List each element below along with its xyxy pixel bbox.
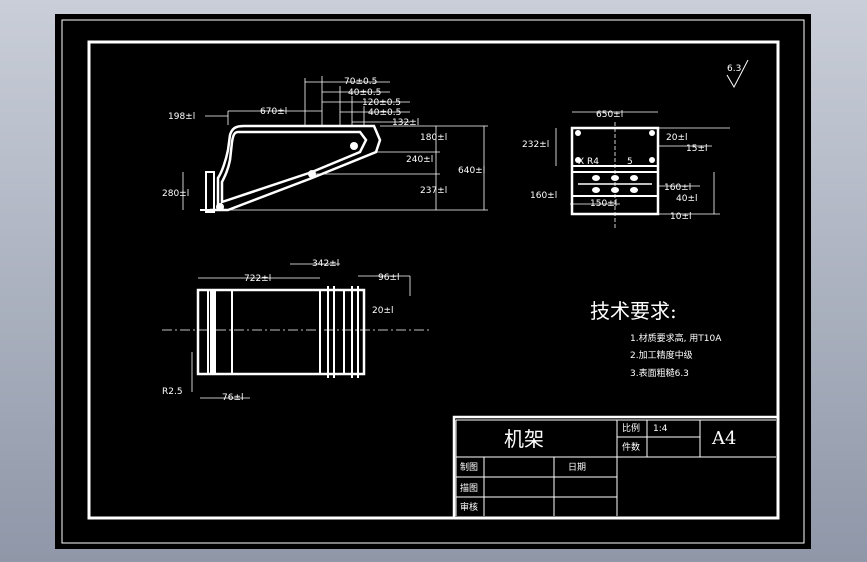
drawing-sheet: [55, 14, 811, 549]
dim-label: 180±l: [420, 133, 447, 143]
inner-frame: [87, 40, 780, 520]
dim-label: 40±0.5: [368, 108, 401, 118]
dim-label: 198±l: [168, 112, 195, 122]
surface-finish-value: 6.3: [727, 64, 741, 74]
dim-label: 280±l: [162, 189, 189, 199]
top-view: 722±l 342±l 96±l 20±l R2.5 76±l: [162, 259, 432, 403]
dim-label: R2.5: [162, 387, 183, 397]
notes-title: 技术要求:: [590, 299, 677, 323]
end-view: 650±l 232±l 20±l 15±l X R4 5 160±l 160±l…: [522, 110, 730, 230]
dim-label: 120±0.5: [362, 98, 401, 108]
date-label: 日期: [568, 462, 586, 473]
note-item: 1.材质要求高, 用T10A: [630, 332, 722, 344]
dim-label: 670±l: [260, 107, 287, 117]
dim-label: 40±0.5: [348, 88, 381, 98]
dim-label: 70±0.5: [344, 77, 377, 87]
dim-label: 650±l: [596, 110, 623, 120]
dim-label: 722±l: [244, 274, 271, 284]
traced-by-label: 描图: [460, 482, 478, 494]
technical-notes: 技术要求: 1.材质要求高, 用T10A 2.加工精度中级 3.表面粗糙6.3: [590, 299, 722, 379]
scale-label: 比例: [622, 422, 640, 434]
dim-label: 15±l: [686, 144, 708, 154]
note-item: 2.加工精度中级: [630, 349, 693, 361]
checked-by-label: 审核: [460, 501, 478, 513]
dim-label: 232±l: [522, 140, 549, 150]
dim-label: 76±l: [222, 393, 244, 403]
dim-label: 237±l: [420, 186, 447, 196]
dim-label: 150±l: [590, 199, 617, 209]
dim-label: 132±l: [392, 118, 419, 128]
drawn-by-label: 制图: [460, 461, 478, 473]
dim-label: 160±l: [530, 191, 557, 201]
dim-label: 20±l: [372, 306, 394, 316]
dim-label: X R4: [578, 157, 599, 167]
quantity-label: 件数: [622, 441, 640, 453]
surface-finish-symbol: 6.3: [726, 59, 749, 89]
sheet-size: A4: [711, 428, 736, 449]
note-item: 3.表面粗糙6.3: [630, 367, 689, 379]
drawing-border: [61, 19, 805, 544]
dim-label: 20±l: [666, 133, 688, 143]
part-name: 机架: [504, 427, 544, 451]
dim-label: 96±l: [378, 273, 400, 283]
title-block: 机架 比例 1:4 件数 A4 制图 日期 描图 审核: [452, 415, 780, 520]
dim-label: 10±l: [670, 212, 692, 222]
dim-label: 640±l: [458, 166, 485, 176]
dim-label: 40±l: [676, 194, 698, 204]
dim-label: 5: [627, 157, 633, 167]
dim-label: 342±l: [312, 259, 339, 269]
dim-label: 240±l: [406, 155, 433, 165]
scale-value: 1:4: [653, 424, 668, 434]
dim-label: 160±l: [664, 183, 691, 193]
side-view: 70±0.5 40±0.5 120±0.5 40±0.5 132±l 670±l…: [162, 76, 488, 213]
